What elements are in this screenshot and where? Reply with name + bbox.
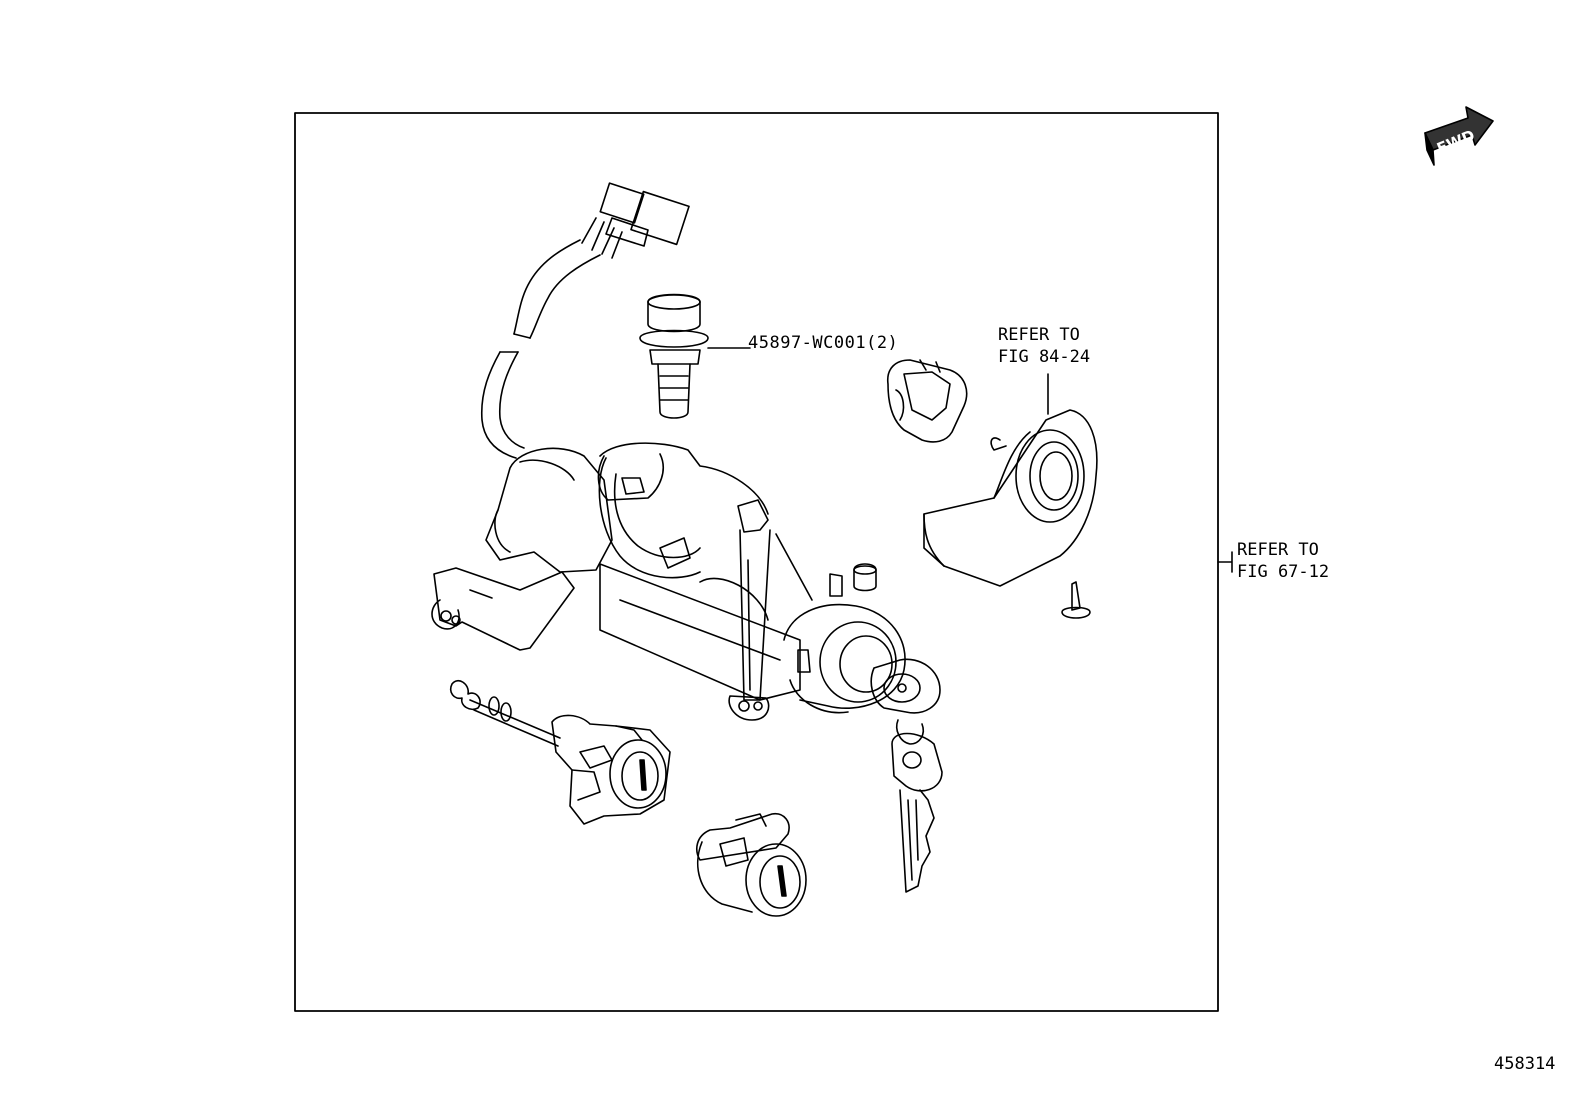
refer-upper-line2: FIG 84-24: [998, 347, 1090, 367]
wire-harness-connector: [480, 182, 690, 459]
bolt: [639, 293, 751, 419]
refer-upper-line1: REFER TO: [998, 325, 1080, 345]
door-lock-cylinder: [449, 679, 671, 825]
steering-lock-assembly: [431, 442, 906, 721]
diagram-frame: [294, 112, 1219, 1012]
refer-right-leader: [1217, 551, 1233, 573]
ignition-cover: [923, 373, 1098, 587]
fwd-arrow-icon: FWD: [1424, 106, 1494, 166]
screw: [1061, 581, 1091, 619]
grommet: [886, 359, 968, 443]
glove-box-lock-cylinder: [696, 812, 807, 917]
ignition-keys: [870, 658, 943, 893]
bolt-part-number: 45897-WC001(2): [748, 333, 898, 353]
figure-number: 458314: [1494, 1054, 1555, 1074]
refer-right-line2: FIG 67-12: [1237, 562, 1329, 582]
refer-right-line1: REFER TO: [1237, 540, 1319, 560]
